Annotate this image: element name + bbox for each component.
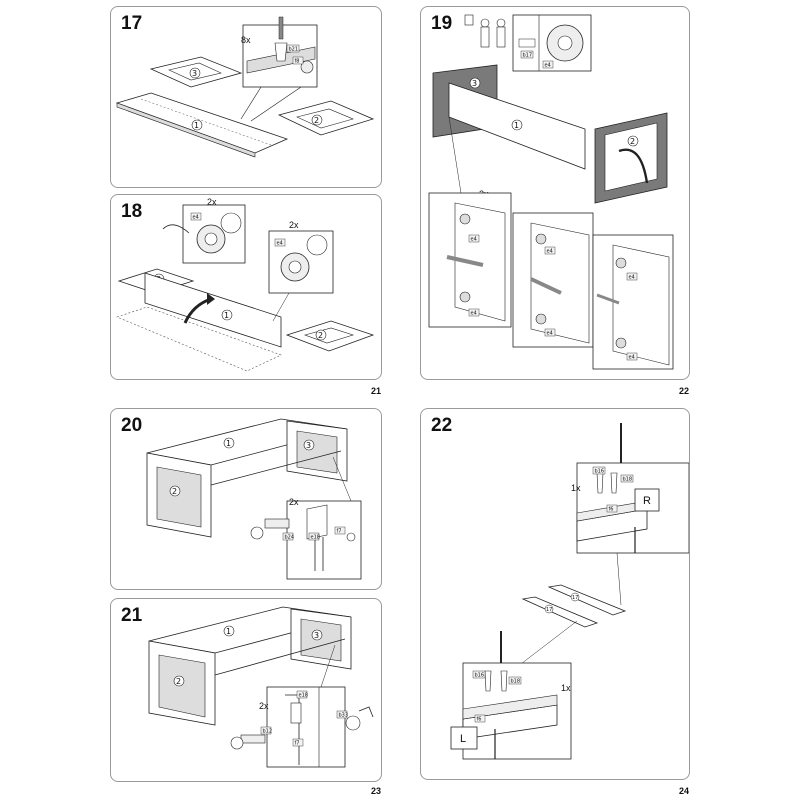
quantity-label: 2x — [259, 701, 269, 711]
person-icon — [480, 18, 490, 28]
part-code-tag: e4 — [545, 63, 551, 69]
person-icon — [496, 18, 506, 28]
part-label: 2 — [176, 677, 181, 686]
part-code-tag: f7 — [337, 529, 342, 535]
part-code-tag: e18 — [311, 535, 320, 541]
step-19-panel: 19 b17 e4 3 1 2 2x — [420, 6, 690, 380]
part-code-tag: f6 — [609, 507, 614, 513]
quantity-label: 1x — [571, 483, 581, 493]
step-number: 22 — [431, 415, 453, 436]
step-18-panel: 18 3 1 2 2x e4 2x e4 — [110, 194, 382, 380]
part-code-tag: f6 — [477, 717, 482, 723]
side-label-right: R — [643, 495, 651, 507]
quantity-label: 1x — [561, 683, 571, 693]
part-code-tag: b21 — [289, 47, 299, 53]
screwdriver-icon — [464, 14, 474, 26]
step-number: 17 — [121, 13, 143, 34]
step-18-illustration: 3 1 2 2x e4 2x e4 — [116, 197, 375, 372]
step-number: 18 — [121, 201, 143, 222]
part-label: 1 — [224, 311, 229, 320]
quantity-label: 2x — [207, 197, 217, 207]
part-code-tag: b16 — [595, 469, 605, 475]
part-label: 1 — [226, 439, 231, 448]
part-code-tag: e4 — [547, 249, 553, 255]
quantity-label: 8x — [241, 35, 251, 45]
part-code-tag: b18 — [511, 679, 521, 685]
part-code-tag: e4 — [629, 355, 635, 361]
part-label: 2 — [630, 137, 635, 146]
step-number: 20 — [121, 415, 143, 436]
part-label: 17 — [546, 607, 552, 613]
step-22-panel: 22 R 1x b16 b18 f6 17 17 — [420, 408, 690, 780]
step-22-illustration: R 1x b16 b18 f6 17 17 L 1x b16 b18 f6 — [450, 423, 689, 760]
step-21-illustration: 1 3 2 2x e18 b12 f7 b33 — [148, 606, 374, 768]
quantity-label: 2x — [289, 497, 299, 507]
part-label: 2 — [172, 487, 177, 496]
part-label: 3 — [472, 79, 477, 88]
step-20-illustration: 1 3 2 2x b24 e18 f7 — [146, 418, 362, 580]
part-label: 2 — [314, 116, 319, 125]
part-code-tag: b17 — [523, 53, 533, 59]
part-label: 17 — [572, 595, 578, 601]
step-17-panel: 17 1 3 2 8x b21 f8 — [110, 6, 382, 188]
part-code-tag: b24 — [285, 535, 295, 541]
step-number: 19 — [431, 13, 453, 34]
part-label: 3 — [314, 631, 319, 640]
part-code-tag: e4 — [629, 275, 635, 281]
part-code-tag: b33 — [339, 713, 349, 719]
part-label: 3 — [306, 441, 311, 450]
page-number: 23 — [371, 786, 382, 796]
part-code-tag: e4 — [547, 331, 553, 337]
page-number: 22 — [679, 386, 690, 396]
part-label: 3 — [192, 69, 197, 78]
part-label: 1 — [194, 121, 199, 130]
part-code-tag: f8 — [295, 59, 300, 65]
step-17-illustration: 1 3 2 8x b21 f8 — [115, 16, 375, 158]
part-code-tag: f7 — [295, 741, 300, 747]
part-code-tag: e18 — [299, 693, 308, 699]
page-number: 24 — [679, 786, 690, 796]
side-label-left: L — [460, 733, 466, 745]
step-number: 21 — [121, 605, 143, 626]
part-code-tag: e4 — [193, 215, 199, 221]
part-code-tag: b12 — [263, 729, 273, 735]
page-number: 21 — [371, 386, 382, 396]
part-label: 2 — [318, 331, 323, 340]
step-19-illustration: b17 e4 3 1 2 2x e4 e4 e4 — [428, 14, 674, 370]
part-code-tag: e4 — [471, 237, 477, 243]
step-20-panel: 20 1 3 2 2x b24 e18 f7 — [110, 408, 382, 590]
step-21-panel: 21 1 3 2 2x e18 b12 f7 b33 — [110, 598, 382, 782]
part-label: 1 — [514, 121, 519, 130]
quantity-label: 2x — [289, 220, 299, 230]
part-label: 1 — [226, 627, 231, 636]
part-code-tag: e4 — [471, 311, 477, 317]
part-code-tag: b18 — [623, 477, 633, 483]
part-code-tag: b16 — [475, 673, 485, 679]
part-code-tag: e4 — [277, 241, 283, 247]
